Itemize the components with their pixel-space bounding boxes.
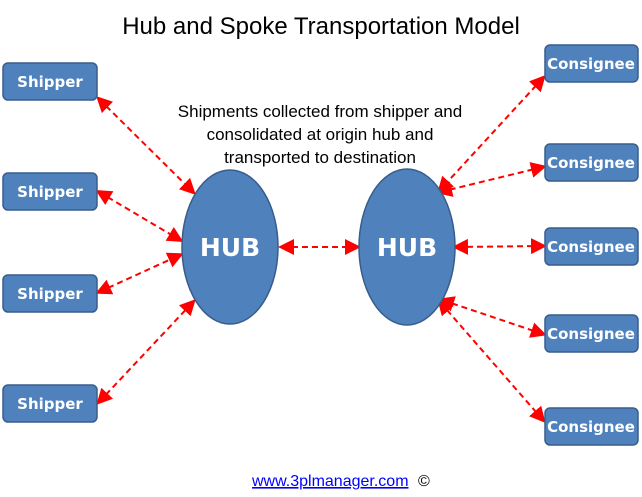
arrow-consignee-5 xyxy=(437,298,546,424)
svg-text:Shipper: Shipper xyxy=(17,183,83,201)
svg-text:Consignee: Consignee xyxy=(547,154,635,172)
shipper-box: Shipper xyxy=(2,172,98,211)
copyright-symbol: © xyxy=(418,473,430,490)
consignee-box: Consignee xyxy=(544,314,639,353)
svg-text:Consignee: Consignee xyxy=(547,55,635,73)
arrow-consignee-1 xyxy=(437,75,546,193)
consignee-box: Consignee xyxy=(544,143,639,182)
arrow-shipper-2 xyxy=(95,189,184,243)
shipper-box: Shipper xyxy=(2,384,98,423)
svg-text:Consignee: Consignee xyxy=(547,418,635,436)
origin-hub: HUB xyxy=(181,169,279,325)
description-line-2: consolidated at origin hub and xyxy=(207,125,434,144)
arrow-consignee-4 xyxy=(438,296,547,338)
svg-text:Consignee: Consignee xyxy=(547,238,635,256)
arrow-consignee-2 xyxy=(436,162,547,197)
website-link[interactable]: www.3plmanager.com xyxy=(251,473,409,490)
arrow-consignee-3 xyxy=(452,238,547,255)
consignee-box: Consignee xyxy=(544,227,639,266)
consignee-box: Consignee xyxy=(544,407,639,446)
arrow-shipper-4 xyxy=(96,299,196,405)
arrow-shipper-1 xyxy=(96,96,196,195)
shipper-box: Shipper xyxy=(2,274,98,313)
consignee-box: Consignee xyxy=(544,44,639,83)
svg-text:Shipper: Shipper xyxy=(17,285,83,303)
svg-text:HUB: HUB xyxy=(377,233,437,262)
shipper-box: Shipper xyxy=(2,62,98,101)
description-line-3: transported to destination xyxy=(224,148,416,167)
svg-text:Shipper: Shipper xyxy=(17,395,83,413)
destination-hub: HUB xyxy=(358,168,456,326)
svg-text:Consignee: Consignee xyxy=(547,325,635,343)
svg-text:HUB: HUB xyxy=(200,233,260,262)
description-line-1: Shipments collected from shipper and xyxy=(178,102,462,121)
arrow-shipper-3 xyxy=(95,252,184,295)
diagram-title: Hub and Spoke Transportation Model xyxy=(122,13,520,40)
svg-text:Shipper: Shipper xyxy=(17,73,83,91)
